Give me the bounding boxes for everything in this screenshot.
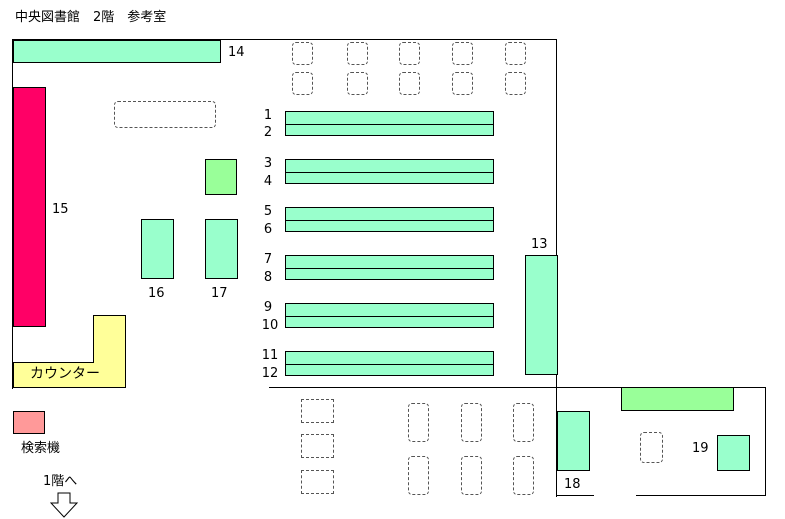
shelf-label-1: 1 <box>263 108 273 123</box>
shelf-15[interactable] <box>13 87 46 327</box>
seat[interactable] <box>301 470 334 494</box>
shelf-1-2[interactable] <box>285 111 494 136</box>
seat[interactable] <box>347 72 368 95</box>
seat[interactable] <box>461 403 482 442</box>
to-first-floor-label: 1階へ <box>43 474 78 489</box>
seat[interactable] <box>461 456 482 495</box>
counter[interactable]: カウンター <box>13 362 126 388</box>
wall-annex-bottom-right <box>636 495 766 496</box>
shelf-11-12[interactable] <box>285 351 494 376</box>
reading-table[interactable] <box>205 159 237 195</box>
arrow-down-icon[interactable] <box>50 492 80 518</box>
seat[interactable] <box>505 72 526 95</box>
counter-top-edge <box>13 362 94 363</box>
counter-upright <box>93 315 126 364</box>
shelf-label-7: 7 <box>263 252 273 267</box>
shelf-16[interactable] <box>141 219 174 279</box>
shelf-label-13: 13 <box>531 237 548 252</box>
shelf-7-8[interactable] <box>285 255 494 280</box>
shelf-label-12: 12 <box>261 366 279 381</box>
wall-top <box>12 39 557 40</box>
seat[interactable] <box>640 432 663 463</box>
shelf-label-4: 4 <box>263 174 273 189</box>
shelf-13[interactable] <box>525 255 558 375</box>
seat[interactable] <box>347 42 368 65</box>
shelf-19[interactable] <box>717 435 750 471</box>
shelf-14[interactable] <box>13 40 221 63</box>
seat[interactable] <box>408 403 429 442</box>
shelf-label-11: 11 <box>261 348 279 363</box>
seat[interactable] <box>292 42 313 65</box>
shelf-label-15: 15 <box>52 202 69 217</box>
annex-table[interactable] <box>621 387 734 411</box>
shelf-5-6[interactable] <box>285 207 494 232</box>
shelf-label-9: 9 <box>263 300 273 315</box>
seat[interactable] <box>399 42 420 65</box>
wall-mid-horizontal <box>269 387 766 388</box>
shelf-label-3: 3 <box>263 156 273 171</box>
shelf-3-4[interactable] <box>285 159 494 184</box>
shelf-label-16: 16 <box>148 286 165 301</box>
search-terminal[interactable] <box>13 411 45 434</box>
seat[interactable] <box>301 434 334 458</box>
wall-annex-bottom <box>556 495 594 496</box>
page-title: 中央図書館 2階 参考室 <box>15 10 167 25</box>
shelf-9-10[interactable] <box>285 303 494 328</box>
shelf-18[interactable] <box>557 411 590 471</box>
seat[interactable] <box>301 399 334 423</box>
search-terminal-label: 検索機 <box>21 441 61 456</box>
seat[interactable] <box>505 42 526 65</box>
counter-label: カウンター <box>30 366 100 382</box>
seat[interactable] <box>292 72 313 95</box>
shelf-label-18: 18 <box>564 477 581 492</box>
shelf-label-5: 5 <box>263 204 273 219</box>
shelf-label-8: 8 <box>263 270 273 285</box>
seat[interactable] <box>513 403 534 442</box>
seat[interactable] <box>452 72 473 95</box>
shelf-label-6: 6 <box>263 222 273 237</box>
shelf-label-2: 2 <box>263 125 273 140</box>
reading-table-large[interactable] <box>114 101 216 128</box>
shelf-17[interactable] <box>205 219 238 279</box>
seat[interactable] <box>513 456 534 495</box>
seat[interactable] <box>408 456 429 495</box>
wall-left <box>12 39 13 389</box>
wall-annex-right <box>765 387 766 496</box>
shelf-label-14: 14 <box>228 45 245 60</box>
shelf-label-17: 17 <box>211 286 228 301</box>
seat[interactable] <box>399 72 420 95</box>
seat[interactable] <box>452 42 473 65</box>
shelf-label-19: 19 <box>692 441 709 456</box>
shelf-label-10: 10 <box>261 318 279 333</box>
